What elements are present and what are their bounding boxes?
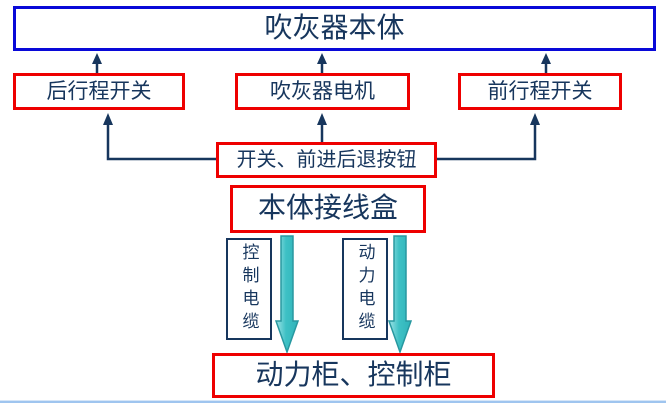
front-travel-switch-label: 前行程开关 <box>487 79 593 103</box>
soot-blower-body-label: 吹灰器本体 <box>264 12 405 44</box>
control-cable-box: 控制电缆 <box>226 238 272 340</box>
rear-travel-switch-label: 后行程开关 <box>46 79 152 103</box>
power-control-cabinet-box: 动力柜、控制柜 <box>212 353 495 398</box>
arrow-motor-to-body <box>317 53 327 73</box>
control-cable-arrow <box>274 235 300 355</box>
power-control-cabinet-label: 动力柜、控制柜 <box>255 359 452 391</box>
control-cable-label: 控制电缆 <box>239 243 259 335</box>
soot-blower-body-box: 吹灰器本体 <box>13 6 656 51</box>
arrow-switch-to-rear <box>103 113 216 161</box>
power-cable-label: 动力电缆 <box>355 243 375 335</box>
arrow-rear-to-body <box>92 53 102 73</box>
front-travel-switch-box: 前行程开关 <box>458 73 622 110</box>
power-cable-box: 动力电缆 <box>342 238 388 340</box>
power-cable-arrow <box>387 235 413 355</box>
arrow-front-to-body <box>541 53 551 73</box>
arrow-switch-to-motor <box>317 113 327 142</box>
bottom-divider-line <box>0 400 666 403</box>
switch-buttons-box: 开关、前进后退按钮 <box>216 142 437 178</box>
rear-travel-switch-box: 后行程开关 <box>13 73 185 110</box>
junction-box: 本体接线盒 <box>230 185 426 233</box>
blower-motor-box: 吹灰器电机 <box>235 73 410 110</box>
junction-box-label: 本体接线盒 <box>257 193 398 224</box>
blower-motor-label: 吹灰器电机 <box>270 79 375 103</box>
arrow-switch-to-front <box>437 113 540 161</box>
switch-buttons-label: 开关、前进后退按钮 <box>236 149 417 171</box>
